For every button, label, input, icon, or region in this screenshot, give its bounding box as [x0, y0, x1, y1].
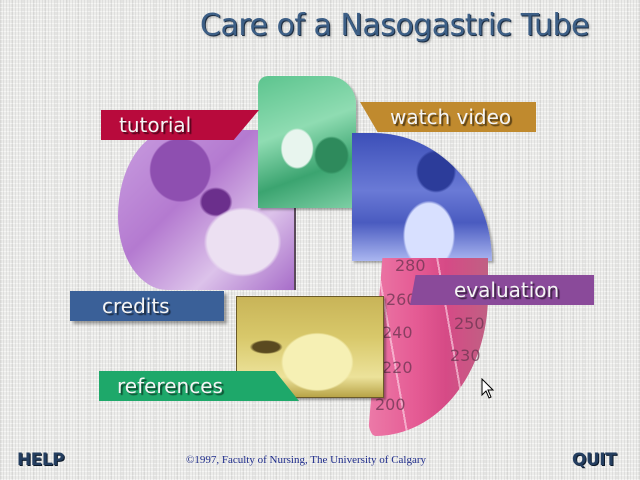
scale-label: 200 [375, 395, 406, 414]
credits-button[interactable]: credits [70, 291, 224, 321]
scale-label: 260 [386, 290, 417, 309]
mouse-pointer-icon [481, 378, 495, 399]
tutorial-button[interactable]: tutorial [101, 110, 259, 140]
evaluation-label: evaluation [454, 278, 560, 302]
credits-label: credits [102, 294, 170, 318]
quit-button[interactable]: QUIT [572, 450, 617, 470]
scale-label: 250 [454, 314, 485, 333]
help-button[interactable]: HELP [17, 450, 65, 470]
scale-label: 240 [382, 323, 413, 342]
copyright-text: ©1997, Faculty of Nursing, The Universit… [186, 454, 427, 466]
scale-label: 280 [395, 256, 426, 275]
patient-bed-photo [236, 296, 384, 398]
references-label: references [117, 374, 223, 398]
infant-incubator-photo [352, 133, 492, 261]
evaluation-button[interactable]: evaluation [410, 275, 594, 305]
page-title: Care of a Nasogastric Tube [200, 8, 589, 43]
clinician-photo [258, 76, 356, 208]
scale-label: 220 [382, 358, 413, 377]
references-button[interactable]: references [99, 371, 299, 401]
scale-label: 230 [450, 346, 481, 365]
watch-video-label: watch video [390, 105, 512, 129]
tutorial-label: tutorial [119, 113, 192, 137]
watch-video-button[interactable]: watch video [360, 102, 536, 132]
